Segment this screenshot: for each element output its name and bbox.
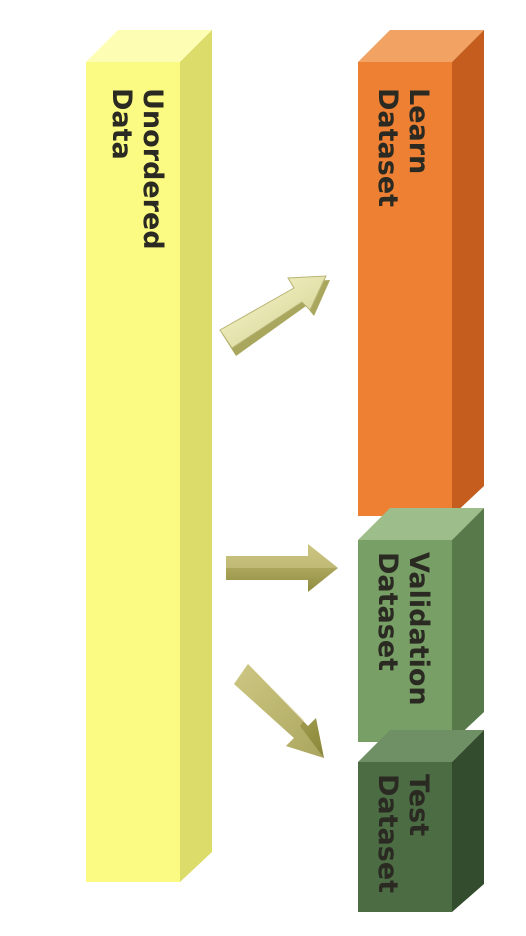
validation-dataset-block <box>358 508 484 742</box>
validation-dataset-label: Validation Dataset <box>372 552 434 706</box>
arrow-to-validation <box>226 544 338 592</box>
validation-dataset-front-face <box>358 540 452 742</box>
test-dataset-front-face <box>358 762 452 912</box>
unordered-data-label: Unordered Data <box>106 88 168 250</box>
unordered-data-side-face <box>180 30 212 882</box>
learn-dataset-side-face <box>452 30 484 516</box>
learn-dataset-block <box>358 30 484 516</box>
validation-dataset-side-face <box>452 508 484 742</box>
unordered-data-top-face <box>86 30 212 62</box>
test-dataset-block <box>358 730 484 912</box>
learn-dataset-front-face <box>358 62 452 516</box>
test-dataset-top-face <box>358 730 484 762</box>
arrow-to-learn <box>219 275 330 356</box>
arrow-to-test <box>234 664 324 758</box>
learn-dataset-label: Learn Dataset <box>372 88 434 208</box>
unordered-data-front-face <box>86 62 180 882</box>
test-dataset-side-face <box>452 730 484 912</box>
unordered-data-block <box>86 30 212 882</box>
test-dataset-label: Test Dataset <box>372 774 434 894</box>
learn-dataset-top-face <box>358 30 484 62</box>
validation-dataset-top-face <box>358 508 484 540</box>
